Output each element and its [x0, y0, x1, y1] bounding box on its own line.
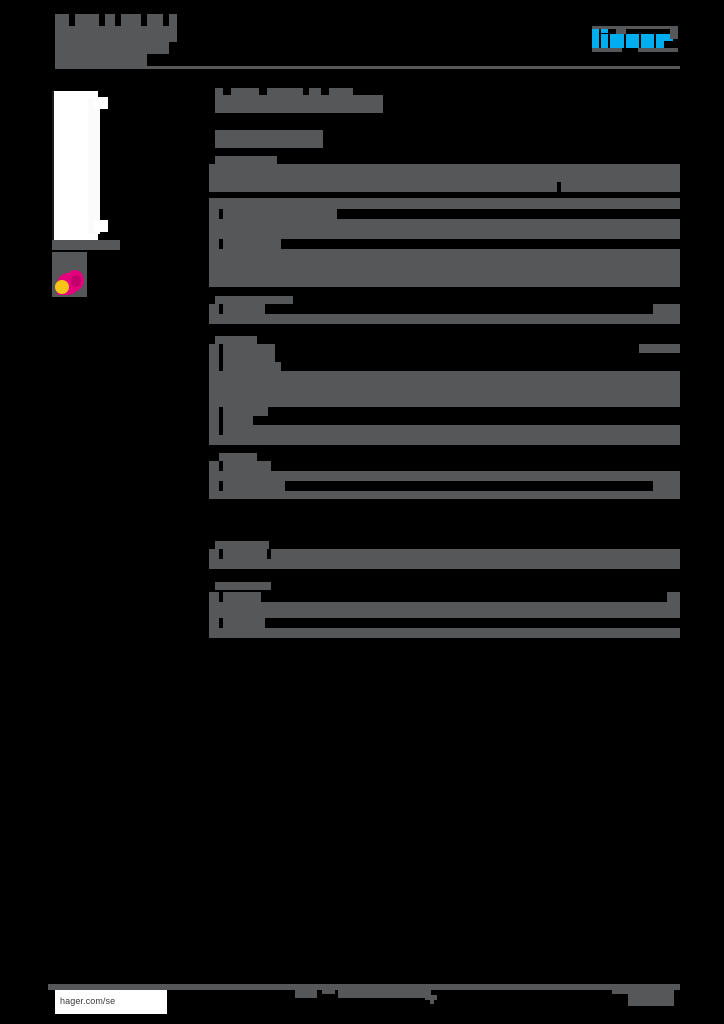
footer-url-text: hager.com/se: [60, 996, 116, 1006]
page-title: [55, 12, 215, 66]
footer-divider: [48, 984, 680, 990]
header-divider: [55, 66, 680, 69]
eco-label-badge: [52, 252, 87, 297]
product-image: [50, 88, 120, 243]
certification-panel: [52, 240, 120, 297]
datasheet-body: [209, 88, 680, 648]
footer-url[interactable]: hager.com/se: [55, 990, 167, 1014]
hager-logo: [592, 26, 678, 52]
thumbnail-caption: [52, 240, 120, 250]
